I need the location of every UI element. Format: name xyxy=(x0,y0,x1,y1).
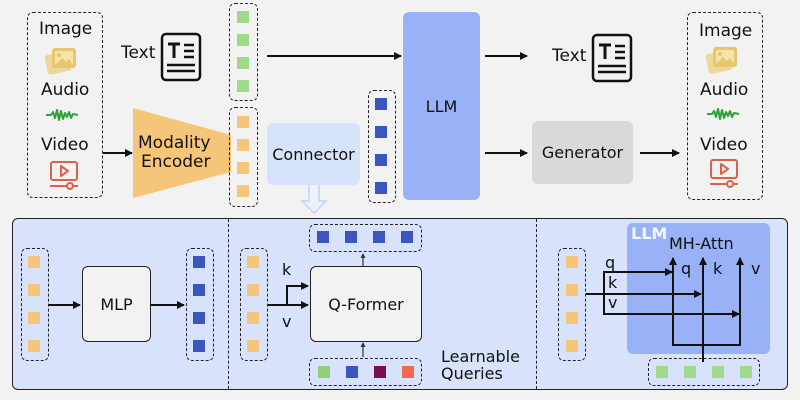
arrow-qformer-k xyxy=(286,282,309,305)
modality-token xyxy=(237,116,249,128)
text-token xyxy=(237,57,249,69)
text-token xyxy=(237,11,249,23)
input-modalities-group xyxy=(27,12,103,198)
text-token xyxy=(656,366,668,378)
generator-box: Generator xyxy=(532,121,633,184)
attn-right-v-label: v xyxy=(751,259,761,278)
modality-token xyxy=(28,340,40,352)
text-token xyxy=(237,34,249,46)
learnable-query-token xyxy=(374,366,386,378)
llm-token xyxy=(401,231,413,243)
output-audio-waveform-icon xyxy=(707,108,740,120)
llm-token xyxy=(193,284,205,296)
modality-token xyxy=(28,256,40,268)
connector-expand-arrow-icon xyxy=(300,185,328,215)
xattn-q-up xyxy=(669,257,704,362)
learnable-query-token xyxy=(318,366,330,378)
input-audio-label: Audio xyxy=(41,80,90,100)
llm-token xyxy=(375,154,387,166)
audio-waveform-icon xyxy=(46,109,79,121)
llm-token xyxy=(317,231,329,243)
output-text-label: Text xyxy=(552,46,587,66)
output-audio-label: Audio xyxy=(700,80,749,100)
input-video-label: Video xyxy=(41,135,89,155)
learnable-query-token xyxy=(402,366,414,378)
text-document-icon xyxy=(160,32,202,82)
xattn-q-feed xyxy=(603,268,673,294)
modality-token xyxy=(247,256,259,268)
modality-token xyxy=(566,312,578,324)
output-image-label: Image xyxy=(699,21,753,41)
llm-input-token-group xyxy=(368,90,396,203)
text-token xyxy=(237,80,249,92)
modality-token xyxy=(28,284,40,296)
top-arrows xyxy=(103,52,680,157)
modality-token xyxy=(566,256,578,268)
output-modalities-group xyxy=(687,12,763,200)
video-player-icon xyxy=(50,161,78,190)
modality-token xyxy=(566,340,578,352)
image-icon xyxy=(44,48,76,75)
llm-box: LLM xyxy=(403,12,480,200)
learnable-queries-label-line1: Learnable xyxy=(441,347,520,366)
qformer-box: Q-Former xyxy=(310,266,422,342)
qformer-v-label: v xyxy=(282,312,292,331)
learnable-query-token-group xyxy=(309,358,422,386)
mlp-input-token-group xyxy=(21,248,49,361)
attn-left-q-label: q xyxy=(605,253,616,272)
llm-token xyxy=(193,256,205,268)
qformer-input-token-group xyxy=(240,248,268,361)
xattn-input-token-group xyxy=(558,248,586,361)
mlp-box: MLP xyxy=(82,266,151,342)
llm-inner-label: LLM xyxy=(631,224,668,243)
modality-token xyxy=(566,284,578,296)
qformer-output-token-group xyxy=(309,224,422,252)
llm-token xyxy=(345,231,357,243)
xattn-v-feed xyxy=(603,294,740,318)
modality-token xyxy=(237,162,249,174)
llm-token xyxy=(193,312,205,324)
text-token-group xyxy=(229,3,258,101)
attn-left-k-label: k xyxy=(608,273,618,292)
llm-token xyxy=(375,98,387,110)
llm-token xyxy=(373,231,385,243)
text-token xyxy=(740,366,752,378)
modality-encoder-label-line2: Encoder xyxy=(141,152,211,172)
text-token xyxy=(684,366,696,378)
output-image-icon xyxy=(705,47,737,74)
llm-token xyxy=(193,340,205,352)
mhattn-label: MH-Attn xyxy=(669,234,734,253)
attn-left-v-label: v xyxy=(608,293,618,312)
panel-divider-2 xyxy=(536,219,537,389)
qformer-k-label: k xyxy=(282,260,292,279)
learnable-query-token xyxy=(346,366,358,378)
attn-right-q-label: q xyxy=(681,259,692,278)
output-video-label: Video xyxy=(700,135,748,155)
text-token xyxy=(712,366,724,378)
panel-divider-1 xyxy=(228,219,229,389)
llm-inner-box xyxy=(627,223,770,354)
modality-token xyxy=(237,139,249,151)
modality-token xyxy=(28,312,40,324)
modality-token xyxy=(247,284,259,296)
attn-right-k-label: k xyxy=(713,259,723,278)
output-video-player-icon xyxy=(710,159,738,188)
learnable-queries-label-line2: Queries xyxy=(441,364,503,383)
llm-token xyxy=(375,182,387,194)
modality-token-group xyxy=(229,107,258,207)
connector-box: Connector xyxy=(267,123,360,185)
modality-token xyxy=(237,185,249,197)
input-image-label: Image xyxy=(39,19,93,39)
xattn-v-up xyxy=(703,257,744,346)
mlp-output-token-group xyxy=(186,248,214,361)
modality-token xyxy=(247,340,259,352)
output-text-document-icon xyxy=(591,33,633,83)
modality-token xyxy=(247,312,259,324)
modality-encoder-label-line1: Modality xyxy=(138,133,211,153)
llm-token xyxy=(375,126,387,138)
input-text-label: Text xyxy=(121,43,156,63)
modality-encoder-shape xyxy=(133,108,231,198)
